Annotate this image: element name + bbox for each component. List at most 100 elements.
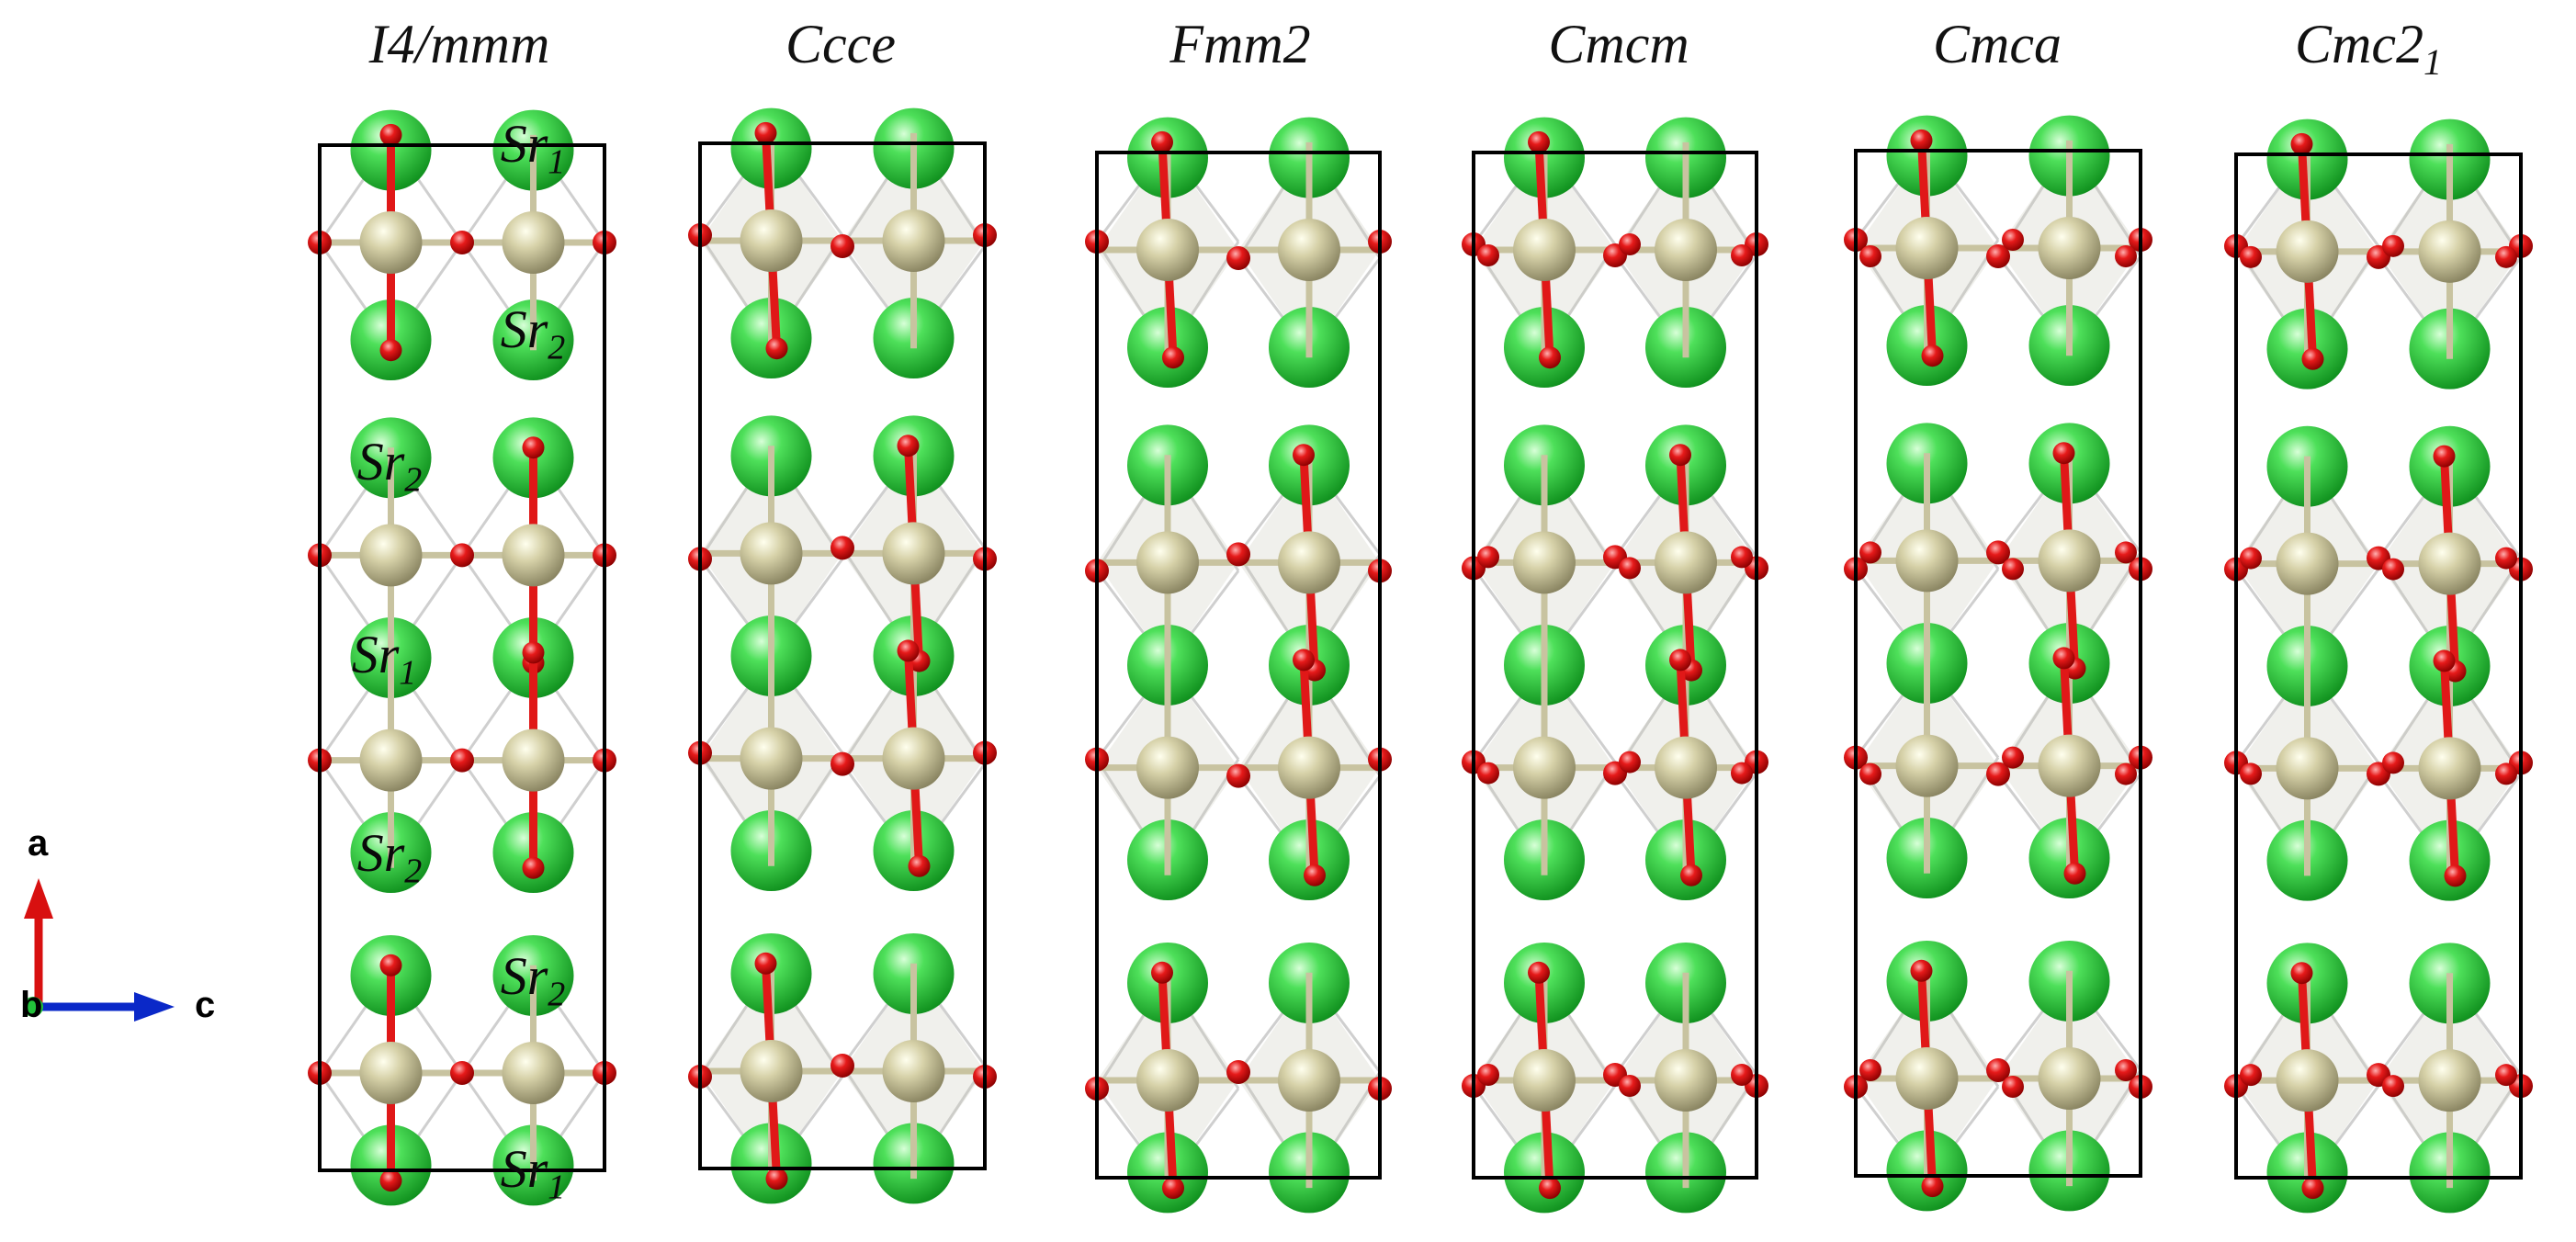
o-atom xyxy=(765,337,788,360)
o-atom xyxy=(2002,746,2024,769)
ti-atom xyxy=(1136,531,1199,594)
o-atom xyxy=(2052,442,2075,465)
unit-cell-outline xyxy=(698,141,987,1170)
ti-atom xyxy=(1895,1046,1959,1110)
ti-atom xyxy=(359,211,423,275)
o-atom xyxy=(1859,541,1881,564)
ti-atom xyxy=(882,1039,945,1102)
o-atom xyxy=(2240,547,2262,570)
o-atom xyxy=(1304,864,1326,886)
axes-indicator xyxy=(23,878,175,1022)
ti-atom xyxy=(359,524,423,587)
o-atom xyxy=(1731,546,1753,569)
o-atom xyxy=(754,952,777,975)
ti-atom xyxy=(2418,1049,2481,1112)
space-group-title: Fmm2 xyxy=(1169,14,1311,74)
unit-cell-outline xyxy=(1095,151,1382,1180)
o-atom xyxy=(522,856,545,879)
o-atom xyxy=(2290,962,2313,985)
o-atom xyxy=(2495,762,2517,785)
structure-panel xyxy=(308,109,616,1206)
o-atom xyxy=(1293,649,1315,672)
structure-panel xyxy=(2224,119,2533,1214)
o-atom xyxy=(1731,244,1753,267)
o-atom xyxy=(522,641,545,664)
ti-atom xyxy=(502,1041,565,1104)
o-atom xyxy=(765,1168,788,1191)
ti-atom xyxy=(1895,734,1959,797)
o-atom xyxy=(2240,762,2262,785)
o-atom xyxy=(1910,959,1933,982)
sr-site-label: Sr2 xyxy=(356,432,423,500)
ti-atom xyxy=(2276,532,2339,595)
sr-site-label: Sr1 xyxy=(351,625,417,693)
o-atom xyxy=(2382,751,2404,774)
o-atom xyxy=(2382,234,2404,257)
unit-cell-outline xyxy=(318,143,606,1172)
o-atom xyxy=(2495,245,2517,268)
ti-atom xyxy=(1655,736,1717,799)
structure-panel xyxy=(1462,117,1768,1214)
o-atom xyxy=(2240,1064,2262,1087)
ti-atom xyxy=(2038,1046,2101,1110)
o-atom xyxy=(2115,1058,2137,1081)
o-atom xyxy=(1986,1057,2010,1082)
o-atom xyxy=(2115,762,2137,785)
ti-atom xyxy=(2276,737,2339,800)
o-atom xyxy=(830,1053,854,1078)
o-atom xyxy=(1619,233,1641,256)
o-atom xyxy=(1669,444,1691,467)
ti-atom xyxy=(2038,529,2101,593)
o-atom xyxy=(1921,344,1944,367)
ti-atom xyxy=(2418,737,2481,800)
unit-cell-outline xyxy=(2234,152,2523,1180)
o-atom xyxy=(1477,244,1499,267)
ti-atom xyxy=(502,728,565,792)
o-atom xyxy=(450,748,474,773)
o-atom xyxy=(2240,245,2262,268)
ti-atom xyxy=(2418,532,2481,595)
o-atom xyxy=(830,234,854,259)
space-group-title: I4/mmm xyxy=(368,14,550,74)
structure-panel xyxy=(1844,115,2152,1212)
ti-atom xyxy=(882,209,945,273)
o-atom xyxy=(1986,540,2010,565)
o-atom xyxy=(1477,546,1499,569)
o-atom xyxy=(897,435,920,457)
o-atom xyxy=(1619,751,1641,773)
o-atom xyxy=(450,543,474,568)
o-atom xyxy=(2115,245,2137,268)
o-atom xyxy=(379,339,402,362)
ti-atom xyxy=(1513,1048,1576,1112)
sr-site-label: Sr2 xyxy=(356,823,423,891)
o-atom xyxy=(2382,558,2404,581)
ti-atom xyxy=(1655,1048,1717,1112)
o-atom xyxy=(1226,246,1250,271)
o-atom xyxy=(2301,347,2324,370)
o-atom xyxy=(379,954,402,977)
ti-atom xyxy=(1136,1048,1199,1112)
ti-atom xyxy=(1136,736,1199,799)
o-atom xyxy=(1921,1175,1944,1198)
o-atom xyxy=(2495,1064,2517,1087)
ti-atom xyxy=(740,1039,803,1102)
o-atom xyxy=(830,536,854,560)
ti-atom xyxy=(1513,531,1576,594)
axis-b-label: b xyxy=(20,985,43,1025)
ti-atom xyxy=(1655,219,1717,282)
o-atom xyxy=(908,854,931,877)
o-atom xyxy=(1619,1074,1641,1097)
ti-atom xyxy=(502,211,565,275)
space-group-title: Cmc21 xyxy=(2295,14,2442,83)
o-atom xyxy=(1528,130,1550,153)
o-atom xyxy=(1731,762,1753,785)
ti-atom xyxy=(1278,219,1340,282)
ti-atom xyxy=(2418,220,2481,283)
ti-atom xyxy=(1895,529,1959,593)
o-atom xyxy=(2433,649,2456,672)
o-atom xyxy=(1539,1177,1561,1200)
o-atom xyxy=(379,123,402,146)
ti-atom xyxy=(2038,734,2101,797)
sr-site-label: Sr2 xyxy=(500,946,566,1014)
ti-atom xyxy=(1278,736,1340,799)
